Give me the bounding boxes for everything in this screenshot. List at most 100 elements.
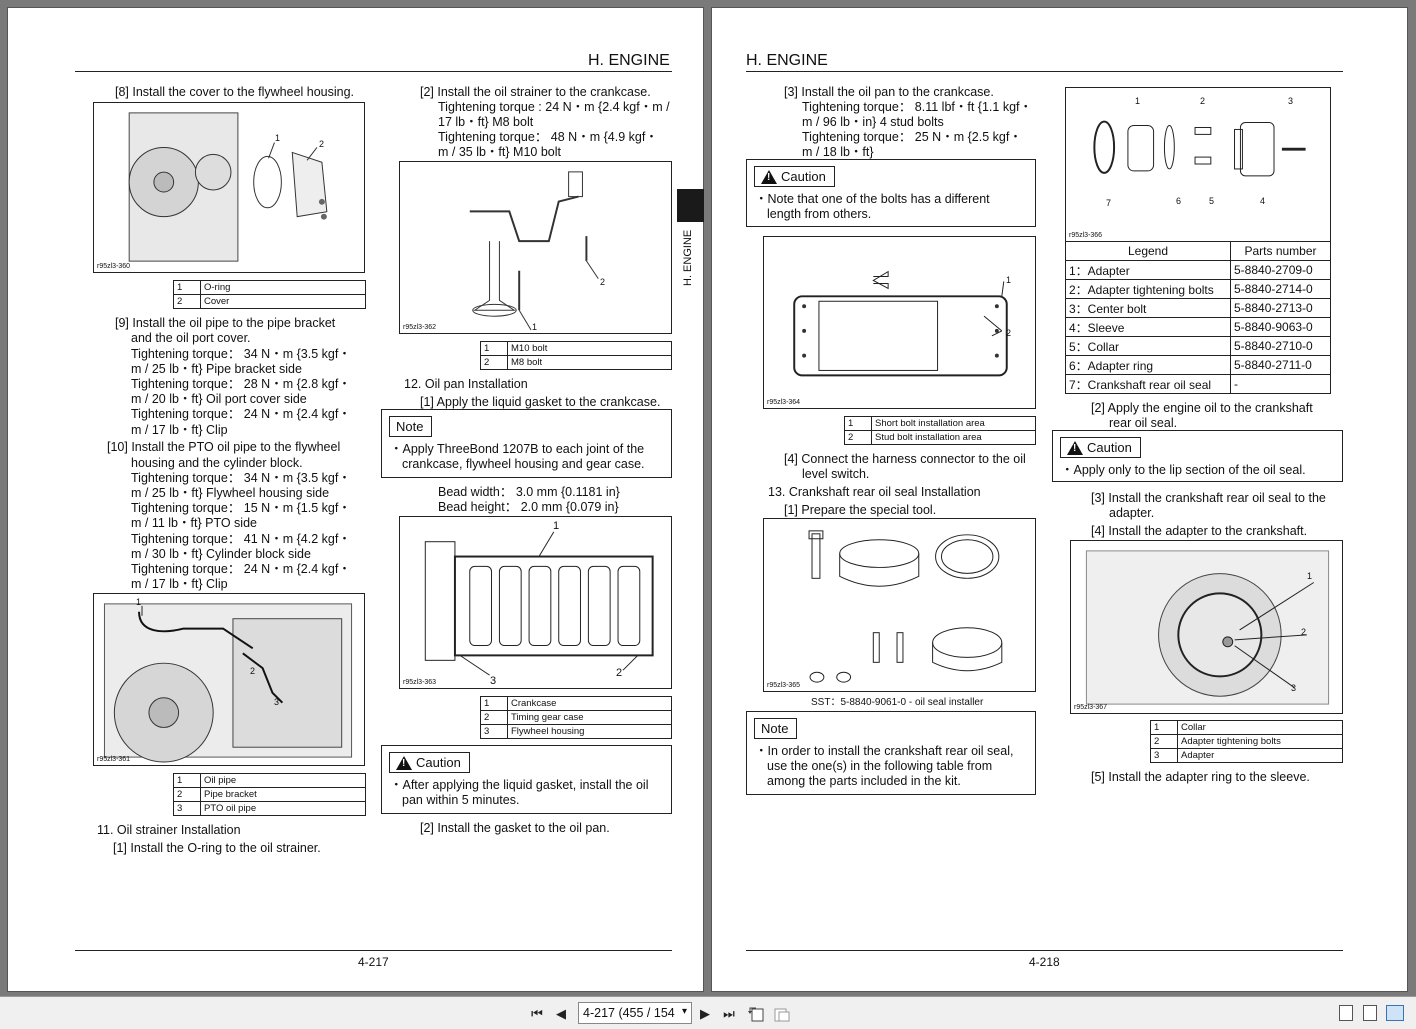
callout-label: 3: [1288, 96, 1294, 106]
callout-label: 2: [600, 277, 606, 287]
figure-cover: 1 2 r95zl3-360: [93, 102, 365, 273]
figure-oil-pan: 1 2 r95zl3-364: [763, 236, 1036, 409]
forward-view-icon: [774, 1008, 790, 1022]
chapter-tab: [677, 189, 704, 222]
step-text: [2] Install the gasket to the oil pan.: [420, 821, 610, 835]
step-text: level switch.: [802, 467, 870, 481]
callout-label: 2: [319, 139, 325, 149]
continuous-view-icon[interactable]: [1363, 1005, 1377, 1021]
callout-label: 7: [1106, 198, 1112, 208]
callout-label: 1: [275, 133, 281, 143]
viewer-toolbar: ⏮ ◀ 4-217 (455 / 154 ▾ ▶ ⏭: [0, 996, 1416, 1029]
callout-label: 1: [532, 322, 538, 332]
caution-box: Caution ・Note that one of the bolts has …: [746, 159, 1036, 227]
right-page: H. ENGINE [3] Install the oil pan to the…: [711, 7, 1408, 992]
page-number-value: 4-217 (455 / 154: [583, 1006, 675, 1020]
step-text: [1] Prepare the special tool.: [784, 503, 937, 517]
figure-code: r95zl3-367: [1074, 704, 1108, 711]
torque-text: m / 20 lb・ft} Oil port cover side: [131, 392, 307, 406]
step-text: [8] Install the cover to the flywheel ho…: [115, 85, 355, 99]
figure-adapter: 1 2 3 r95zl3-367: [1070, 540, 1343, 714]
callout-label: 1: [1006, 275, 1012, 285]
step-text: [5] Install the adapter ring to the slee…: [1091, 770, 1310, 784]
torque-text: Tightening torque： 25 N・m {2.5 kgf・: [802, 130, 1022, 144]
caution-tag: Caution: [389, 752, 470, 773]
torque-text: Tightening torque : 24 N・m {2.4 kgf・m /: [438, 100, 670, 114]
page-header: H. ENGINE: [746, 52, 828, 69]
step-text: [9] Install the oil pipe to the pipe bra…: [115, 316, 336, 330]
note-tag: Note: [754, 718, 798, 739]
callout-label: 2: [250, 666, 256, 676]
caution-text: pan within 5 minutes.: [402, 793, 520, 807]
note-text: use the one(s) in the following table fr…: [767, 759, 993, 773]
last-page-button[interactable]: ⏭: [723, 1006, 735, 1021]
warning-icon: [396, 755, 412, 770]
callout-label: 6: [1176, 196, 1182, 206]
figure-oil-strainer: 2 1 r95zl3-362: [399, 161, 672, 334]
torque-text: m / 25 lb・ft} Flywheel housing side: [131, 486, 330, 500]
note-tag: Note: [389, 416, 433, 437]
callout-label: 3: [1291, 683, 1297, 693]
header-rule: [746, 71, 1343, 72]
torque-text: Tightening torque： 28 N・m {2.8 kgf・: [131, 377, 351, 391]
footer-rule: [75, 950, 672, 951]
callout-label: 2: [1200, 96, 1206, 106]
torque-text: Tightening torque： 48 N・m {4.9 kgf・: [438, 130, 658, 144]
figure-gasket: 1 2 3 r95zl3-363: [399, 516, 672, 689]
caution-text: length from others.: [767, 207, 872, 221]
step-text: [4] Connect the harness connector to the…: [784, 452, 1026, 466]
back-view-icon: [748, 1007, 764, 1022]
step-text: [3] Install the oil pan to the crankcase…: [784, 85, 994, 99]
callout-label: 2: [1301, 627, 1307, 637]
figure-code: r95zl3-364: [767, 399, 801, 406]
torque-text: Tightening torque： 41 N・m {4.2 kgf・: [131, 532, 351, 546]
callout-label: 1: [136, 597, 142, 607]
note-text: ・In order to install the crankshaft rear…: [755, 744, 1014, 758]
page-number-combobox[interactable]: 4-217 (455 / 154 ▾: [578, 1002, 692, 1024]
caution-box: Caution ・Apply only to the lip section o…: [1052, 430, 1343, 482]
torque-text: m / 96 lb・in} 4 stud bolts: [802, 115, 944, 129]
warning-icon: [761, 169, 777, 184]
previous-page-button[interactable]: ◀: [556, 1006, 566, 1021]
note-text: among the parts included in the kit.: [767, 774, 961, 788]
step-text: [2] Apply the engine oil to the cranksha…: [1091, 401, 1313, 415]
previous-view-button[interactable]: [746, 1005, 766, 1023]
torque-text: m / 18 lb・ft}: [802, 145, 874, 159]
torque-text: Tightening torque： 34 N・m {3.5 kgf・: [131, 471, 351, 485]
torque-text: 17 lb・ft} M8 bolt: [438, 115, 534, 129]
torque-text: Tightening torque： 24 N・m {2.4 kgf・: [131, 562, 351, 576]
single-page-view-icon[interactable]: [1339, 1005, 1353, 1021]
spec-text: Bead height： 2.0 mm {0.079 in}: [438, 500, 619, 514]
next-view-button[interactable]: [772, 1005, 792, 1023]
torque-text: Tightening torque： 34 N・m {3.5 kgf・: [131, 347, 351, 361]
torque-text: m / 17 lb・ft} Clip: [131, 577, 228, 591]
table-row: 7：Crankshaft rear oil seal-: [1065, 374, 1331, 394]
step-text: housing and the cylinder block.: [131, 456, 303, 470]
next-page-button[interactable]: ▶: [700, 1006, 710, 1021]
note-box: Note ・In order to install the crankshaft…: [746, 711, 1036, 795]
figure-code: r95zl3-366: [1069, 232, 1103, 239]
callout-label: 3: [490, 675, 497, 687]
page-header: H. ENGINE: [588, 52, 670, 69]
sst-caption: SST：5-8840-9061-0 - oil seal installer: [811, 697, 984, 708]
torque-text: Tightening torque： 24 N・m {2.4 kgf・: [131, 407, 351, 421]
figure-code: r95zl3-362: [403, 324, 437, 331]
step-text: [4] Install the adapter to the crankshaf…: [1091, 524, 1308, 538]
callout-label: 1: [553, 520, 560, 532]
first-page-button[interactable]: ⏮: [531, 1006, 543, 1021]
left-page: H. ENGINE [8] Install the cover to the f…: [7, 7, 704, 992]
step-text: [1] Apply the liquid gasket to the crank…: [420, 395, 661, 409]
figure-code: r95zl3-361: [97, 756, 131, 763]
chevron-down-icon[interactable]: ▾: [681, 1006, 687, 1017]
two-page-view-icon[interactable]: [1386, 1005, 1404, 1021]
callout-label: 2: [1006, 328, 1012, 338]
step-text: and the oil port cover.: [131, 331, 251, 345]
